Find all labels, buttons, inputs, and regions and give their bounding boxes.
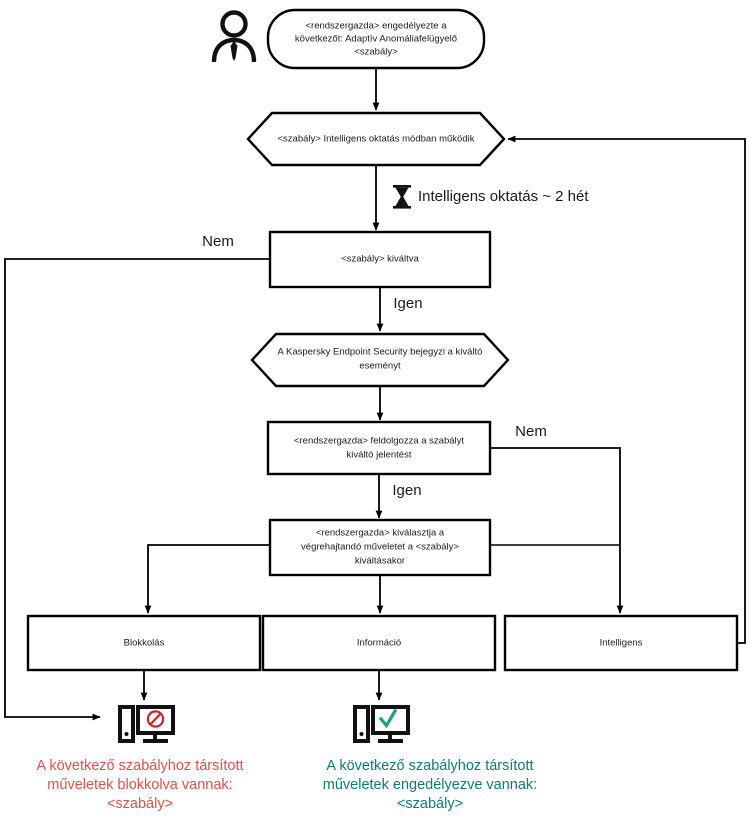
caption-blocked-line-2: műveletek blokkolva vannak:: [47, 777, 232, 793]
node-action-inform: Információ: [261, 614, 497, 672]
node-smart-mode: <szabály> Intelligens oktatás módban műk…: [246, 111, 506, 167]
note-training-period-label: Intelligens oktatás ~ 2 hét: [418, 188, 589, 205]
edge-action-to-block: [144, 544, 270, 614]
node-admin-selects-action: <rendszergazda> kiválasztja a végrehajta…: [268, 518, 492, 577]
caption-allowed: A következő szabályhoz társított művelet…: [323, 758, 537, 812]
node-admin-report-line-2: kiváltó jelentést: [347, 450, 412, 461]
node-action-smart-label: Intelligens: [600, 638, 643, 649]
caption-allowed-line-1: A következő szabályhoz társított: [326, 758, 533, 774]
node-action-inform-label: Információ: [357, 638, 401, 649]
hourglass-icon: [393, 185, 411, 209]
caption-blocked: A következő szabályhoz társított művelet…: [36, 758, 243, 812]
node-kes-logs-event: A Kaspersky Endpoint Security bejegyzi a…: [250, 332, 510, 388]
node-admin-action-line-3: kiváltásakor: [355, 556, 405, 567]
node-kes-logs-event-line-2: eseményt: [359, 361, 401, 372]
edge-admin-report-no: [490, 447, 624, 614]
node-start-line-1: <rendszergazda> engedélyezte a: [305, 21, 447, 32]
computer-allowed-icon: [353, 705, 410, 743]
node-admin-processes-report: <rendszergazda> feldolgozza a szabályt k…: [266, 420, 492, 476]
caption-allowed-line-2: műveletek engedélyezve vannak:: [323, 777, 537, 793]
node-start-line-3: <szabály>: [354, 47, 398, 58]
edge-smart-loop-back: [507, 135, 746, 644]
node-smart-mode-line-1: <szabály> Intelligens oktatás módban műk…: [278, 134, 475, 145]
node-admin-action-line-1: <rendszergazda> kiválasztja a: [316, 528, 445, 539]
caption-blocked-line-1: A következő szabályhoz társított: [36, 758, 243, 774]
edge-rule-triggered-no: [4, 258, 270, 721]
edge-label-report-no: Nem: [515, 423, 547, 440]
computer-blocked-icon: [118, 705, 175, 743]
caption-allowed-line-3: <szabály>: [397, 796, 463, 812]
edge-label-triggered-yes: Igen: [393, 295, 422, 312]
node-action-block: Blokkolás: [26, 614, 262, 672]
note-training-period: Intelligens oktatás ~ 2 hét: [393, 185, 589, 209]
caption-blocked-line-3: <szabály>: [107, 796, 173, 812]
node-kes-logs-event-line-1: A Kaspersky Endpoint Security bejegyzi a…: [278, 347, 483, 358]
node-admin-action-line-2: végrehajtandó műveletet a <szabály>: [301, 542, 459, 553]
node-start: <rendszergazda> engedélyezte a következő…: [266, 8, 486, 70]
node-rule-triggered-label: <szabály> kiváltva: [341, 254, 419, 265]
node-admin-report-line-1: <rendszergazda> feldolgozza a szabályt: [294, 436, 464, 447]
node-rule-triggered: <szabály> kiváltva: [268, 230, 492, 289]
node-start-line-2: következőt: Adaptív Anomáliafelügyelő: [295, 34, 457, 45]
node-action-smart: Intelligens: [503, 614, 739, 672]
edge-label-triggered-no: Nem: [202, 233, 234, 250]
node-action-block-label: Blokkolás: [124, 638, 165, 649]
administrator-person-icon: [211, 10, 257, 63]
edge-label-report-yes: Igen: [392, 482, 421, 499]
